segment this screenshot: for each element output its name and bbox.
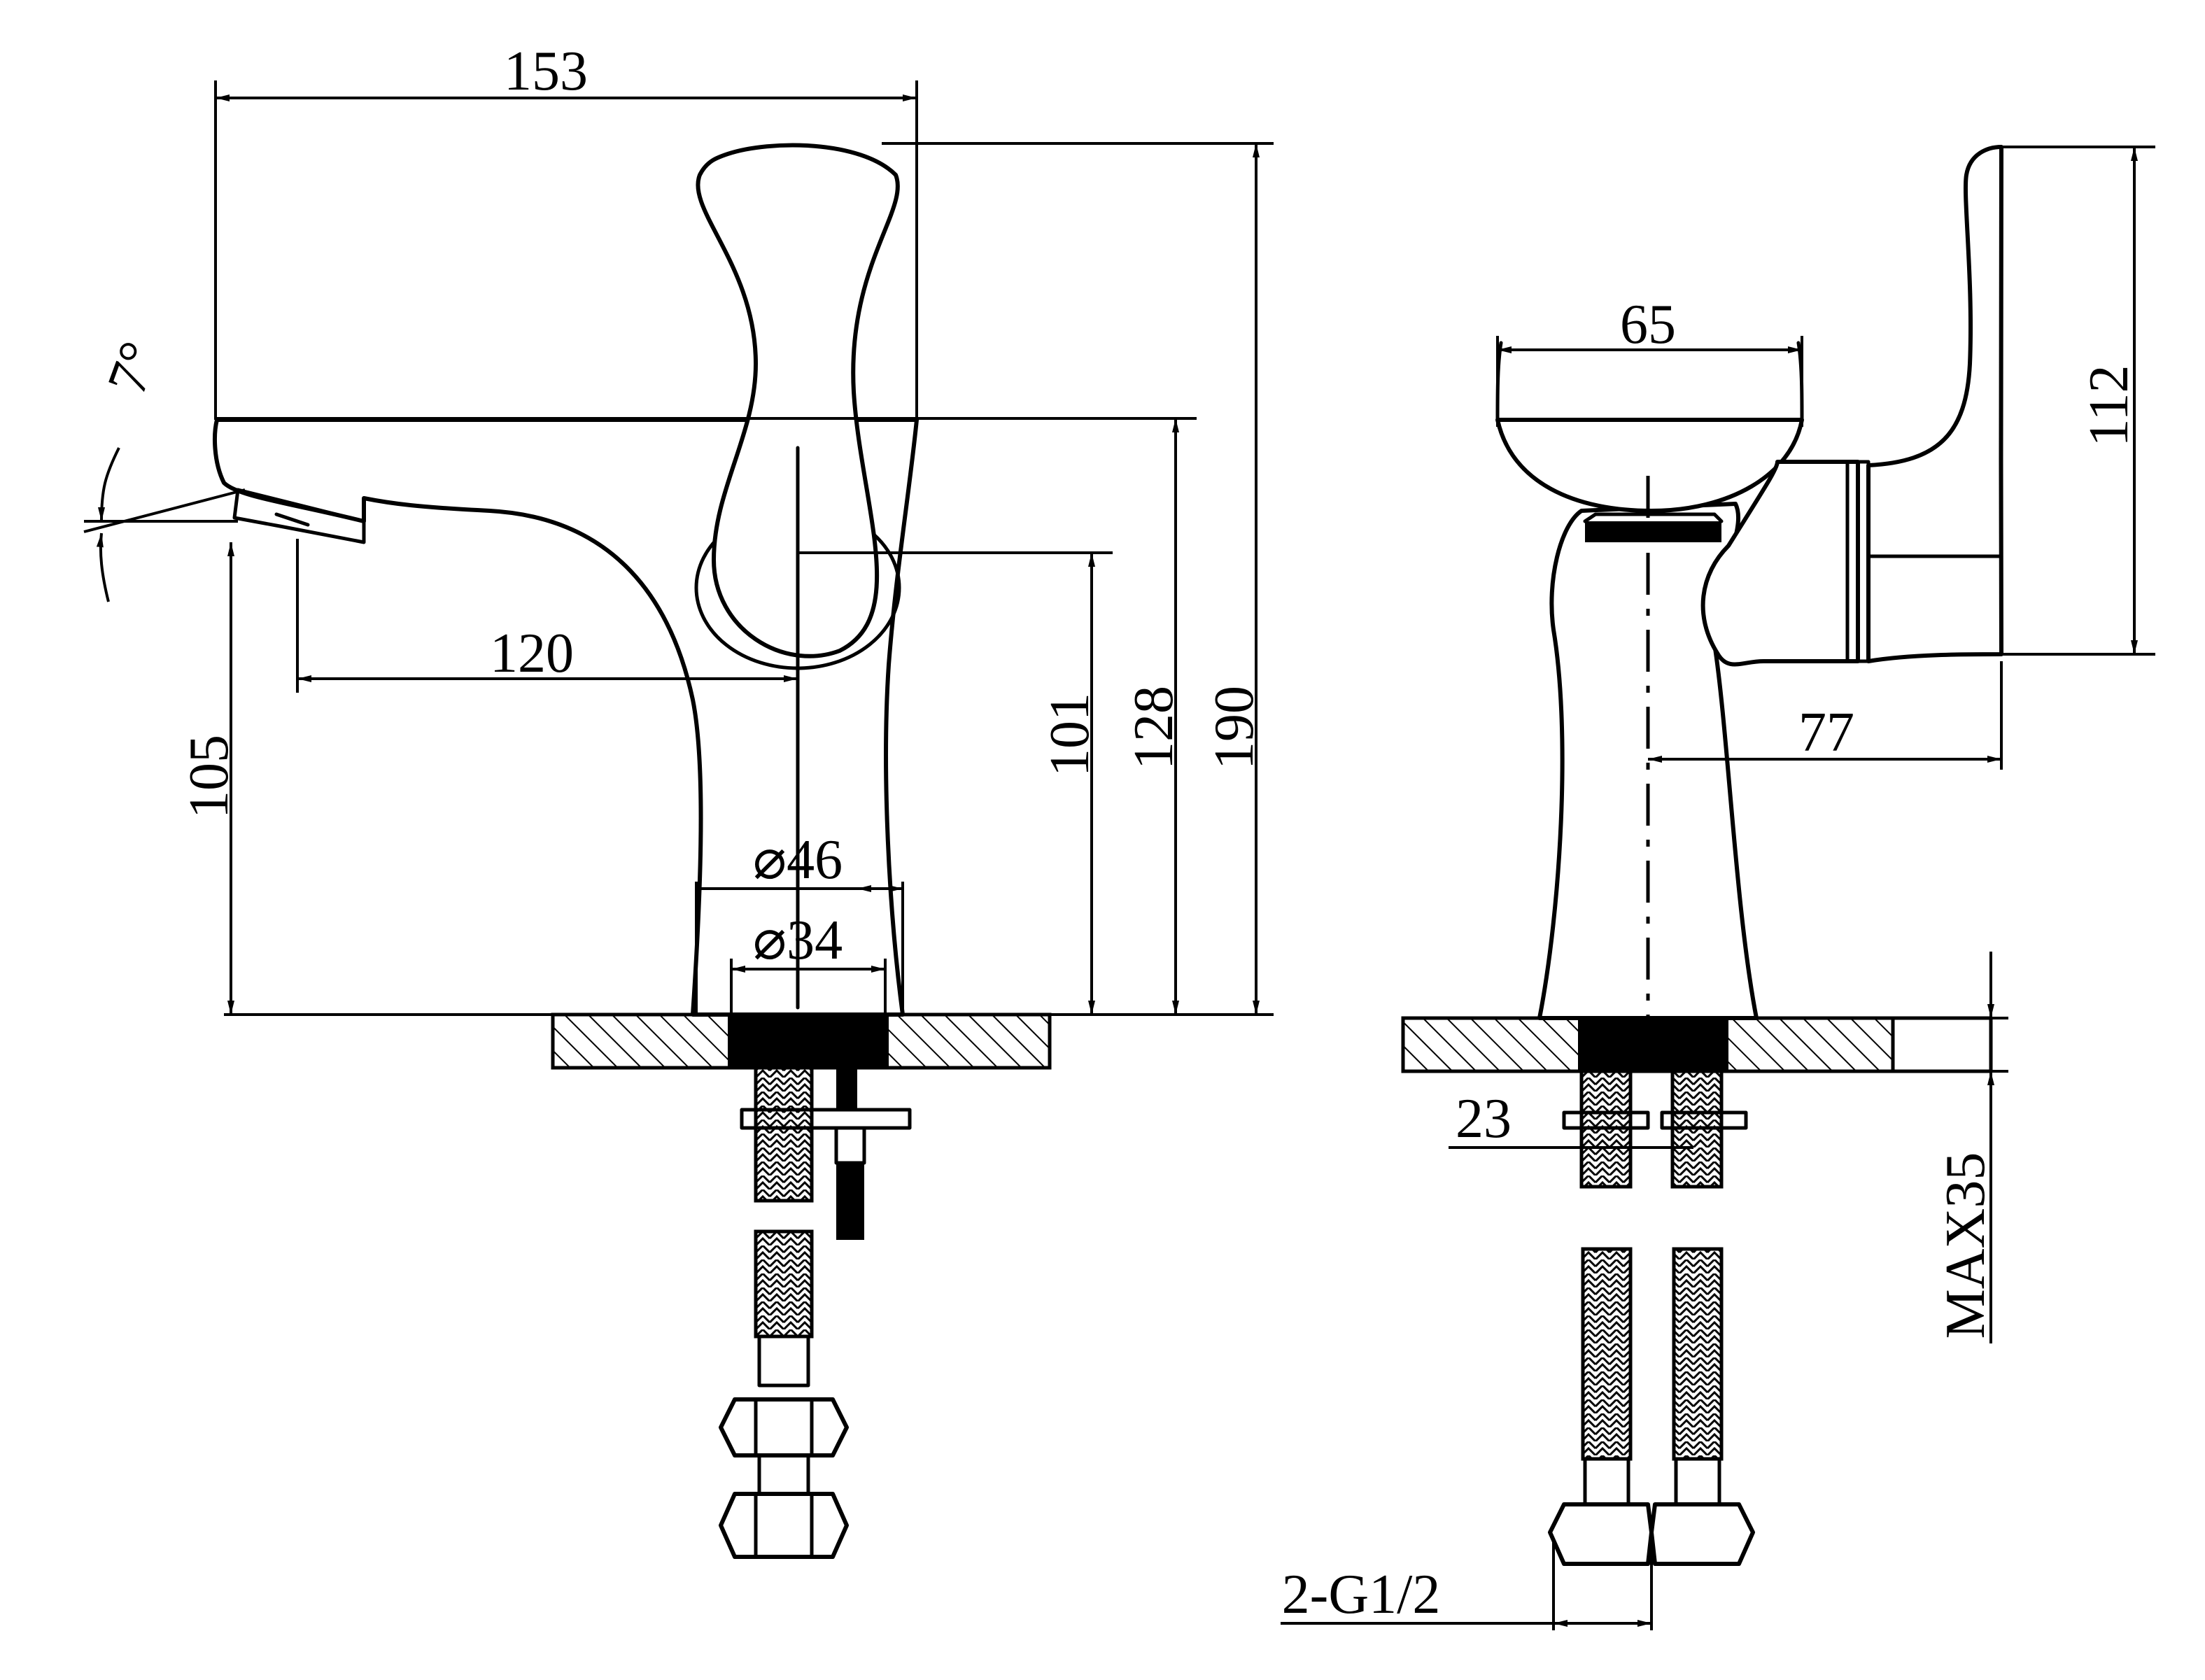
dim-hose-spacing: 23 — [1456, 1088, 1512, 1150]
side-lever-arm — [1866, 145, 2003, 663]
dim-outlet-to-lever: 101 — [1039, 693, 1101, 777]
dim-max-deck-thickness: MAX35 — [1935, 1152, 1996, 1339]
front-lever-handle — [696, 143, 900, 658]
dim-spout-top-height: 128 — [1123, 686, 1185, 770]
dim-connection: 2-G1/2 — [1282, 1564, 1441, 1625]
dim-total-width: 153 — [504, 41, 588, 102]
side-deck — [1401, 1016, 1993, 1073]
dim-lever-height: 112 — [2078, 365, 2140, 446]
dim-base-inner-diameter: ⌀34 — [753, 910, 843, 971]
dim-total-height: 190 — [1204, 686, 1265, 770]
dim-lever-reach: 77 — [1798, 702, 1854, 763]
dim-spout-reach: 120 — [490, 623, 574, 684]
dim-base-outer-diameter: ⌀46 — [753, 829, 843, 891]
front-hose-assembly — [719, 1066, 912, 1559]
front-view: 153 120 ⌀46 ⌀34 105 101 128 190 7° — [83, 41, 1274, 1559]
side-hose-assembly — [1548, 1069, 1755, 1566]
side-lever — [1700, 460, 1860, 667]
front-deck — [551, 1012, 1052, 1070]
side-view: 65 112 77 23 MAX35 2-G1/2 — [1281, 145, 2155, 1630]
dim-spout-angle: 7° — [96, 334, 171, 402]
dim-spout-height: 105 — [178, 735, 240, 819]
front-spout-nozzle — [232, 488, 366, 544]
dim-handle-width: 65 — [1620, 294, 1676, 355]
